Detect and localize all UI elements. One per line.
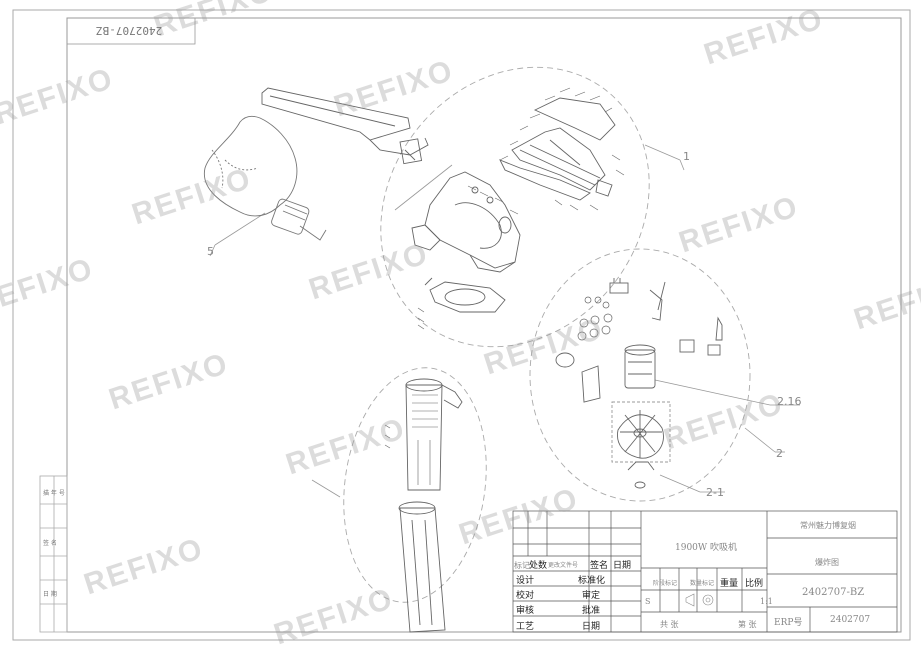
callout-1: 1 — [683, 150, 690, 163]
tb-count: 处数 — [529, 561, 548, 571]
tb-row-right: 日期 — [582, 622, 601, 632]
side-strip-label: 日 期 — [43, 591, 57, 598]
tb-sheet-total: 共 张 — [660, 620, 679, 629]
tb-row-right: 标准化 — [578, 576, 606, 586]
tb-sign: 签名 — [590, 561, 609, 571]
tb-row-left: 设计 — [516, 576, 535, 586]
drawing-code-rotated: 2402707-BZ — [96, 24, 163, 37]
side-strip — [39, 475, 68, 633]
tb-scale-label: 比例 — [745, 579, 764, 589]
collection-bag — [203, 115, 327, 241]
motor-group — [555, 278, 723, 403]
side-strip-label: 签 名 — [43, 540, 57, 547]
inner-border — [66, 17, 902, 633]
callout-2: 2 — [776, 447, 783, 460]
tb-erp-label: ERP号 — [774, 618, 803, 628]
tb-qty-label: 数量标记 — [690, 580, 715, 587]
housing-group-1 — [499, 87, 625, 211]
housing-group-2 — [411, 171, 521, 273]
callout-5: 5 — [207, 245, 214, 258]
tb-product: 1900W 吹吸机 — [675, 543, 738, 553]
tb-stage-value: S — [645, 597, 651, 606]
leader-lines — [209, 144, 800, 498]
projection-symbol — [685, 593, 714, 607]
side-strip-label: 描 年 号 — [43, 490, 65, 497]
title-block — [512, 510, 898, 633]
tb-drawing-name: 爆炸图 — [815, 558, 839, 567]
tb-drawing-number: 2402707-BZ — [802, 587, 865, 598]
tb-date: 日期 — [613, 561, 632, 571]
lower-tube — [384, 378, 463, 633]
fan-cover — [417, 277, 506, 330]
blower-tube — [261, 87, 429, 165]
tb-weight-label: 重量 — [720, 579, 739, 589]
tb-row-left: 审核 — [516, 606, 535, 616]
callout-2-16: 2.16 — [777, 395, 802, 408]
tb-doc: 更改文件号 — [548, 562, 579, 569]
tb-row-right: 审定 — [582, 591, 601, 601]
code-box — [66, 17, 196, 45]
callout-2-1: 2-1 — [706, 486, 724, 499]
tb-row-left: 工艺 — [516, 622, 535, 632]
tb-sheet-no: 第 张 — [738, 620, 757, 629]
outer-border — [12, 9, 911, 641]
tb-erp-value: 2402707 — [830, 615, 871, 625]
tb-stage-label: 阶段标记 — [653, 580, 678, 587]
tb-mark: 标记 — [514, 561, 530, 570]
fan-impeller — [611, 401, 671, 489]
tb-row-right: 批准 — [582, 606, 601, 616]
tb-scale-value: 1:1 — [760, 597, 773, 606]
tb-company: 常州魅力博复烟 — [800, 521, 856, 530]
tb-row-left: 校对 — [516, 591, 535, 601]
